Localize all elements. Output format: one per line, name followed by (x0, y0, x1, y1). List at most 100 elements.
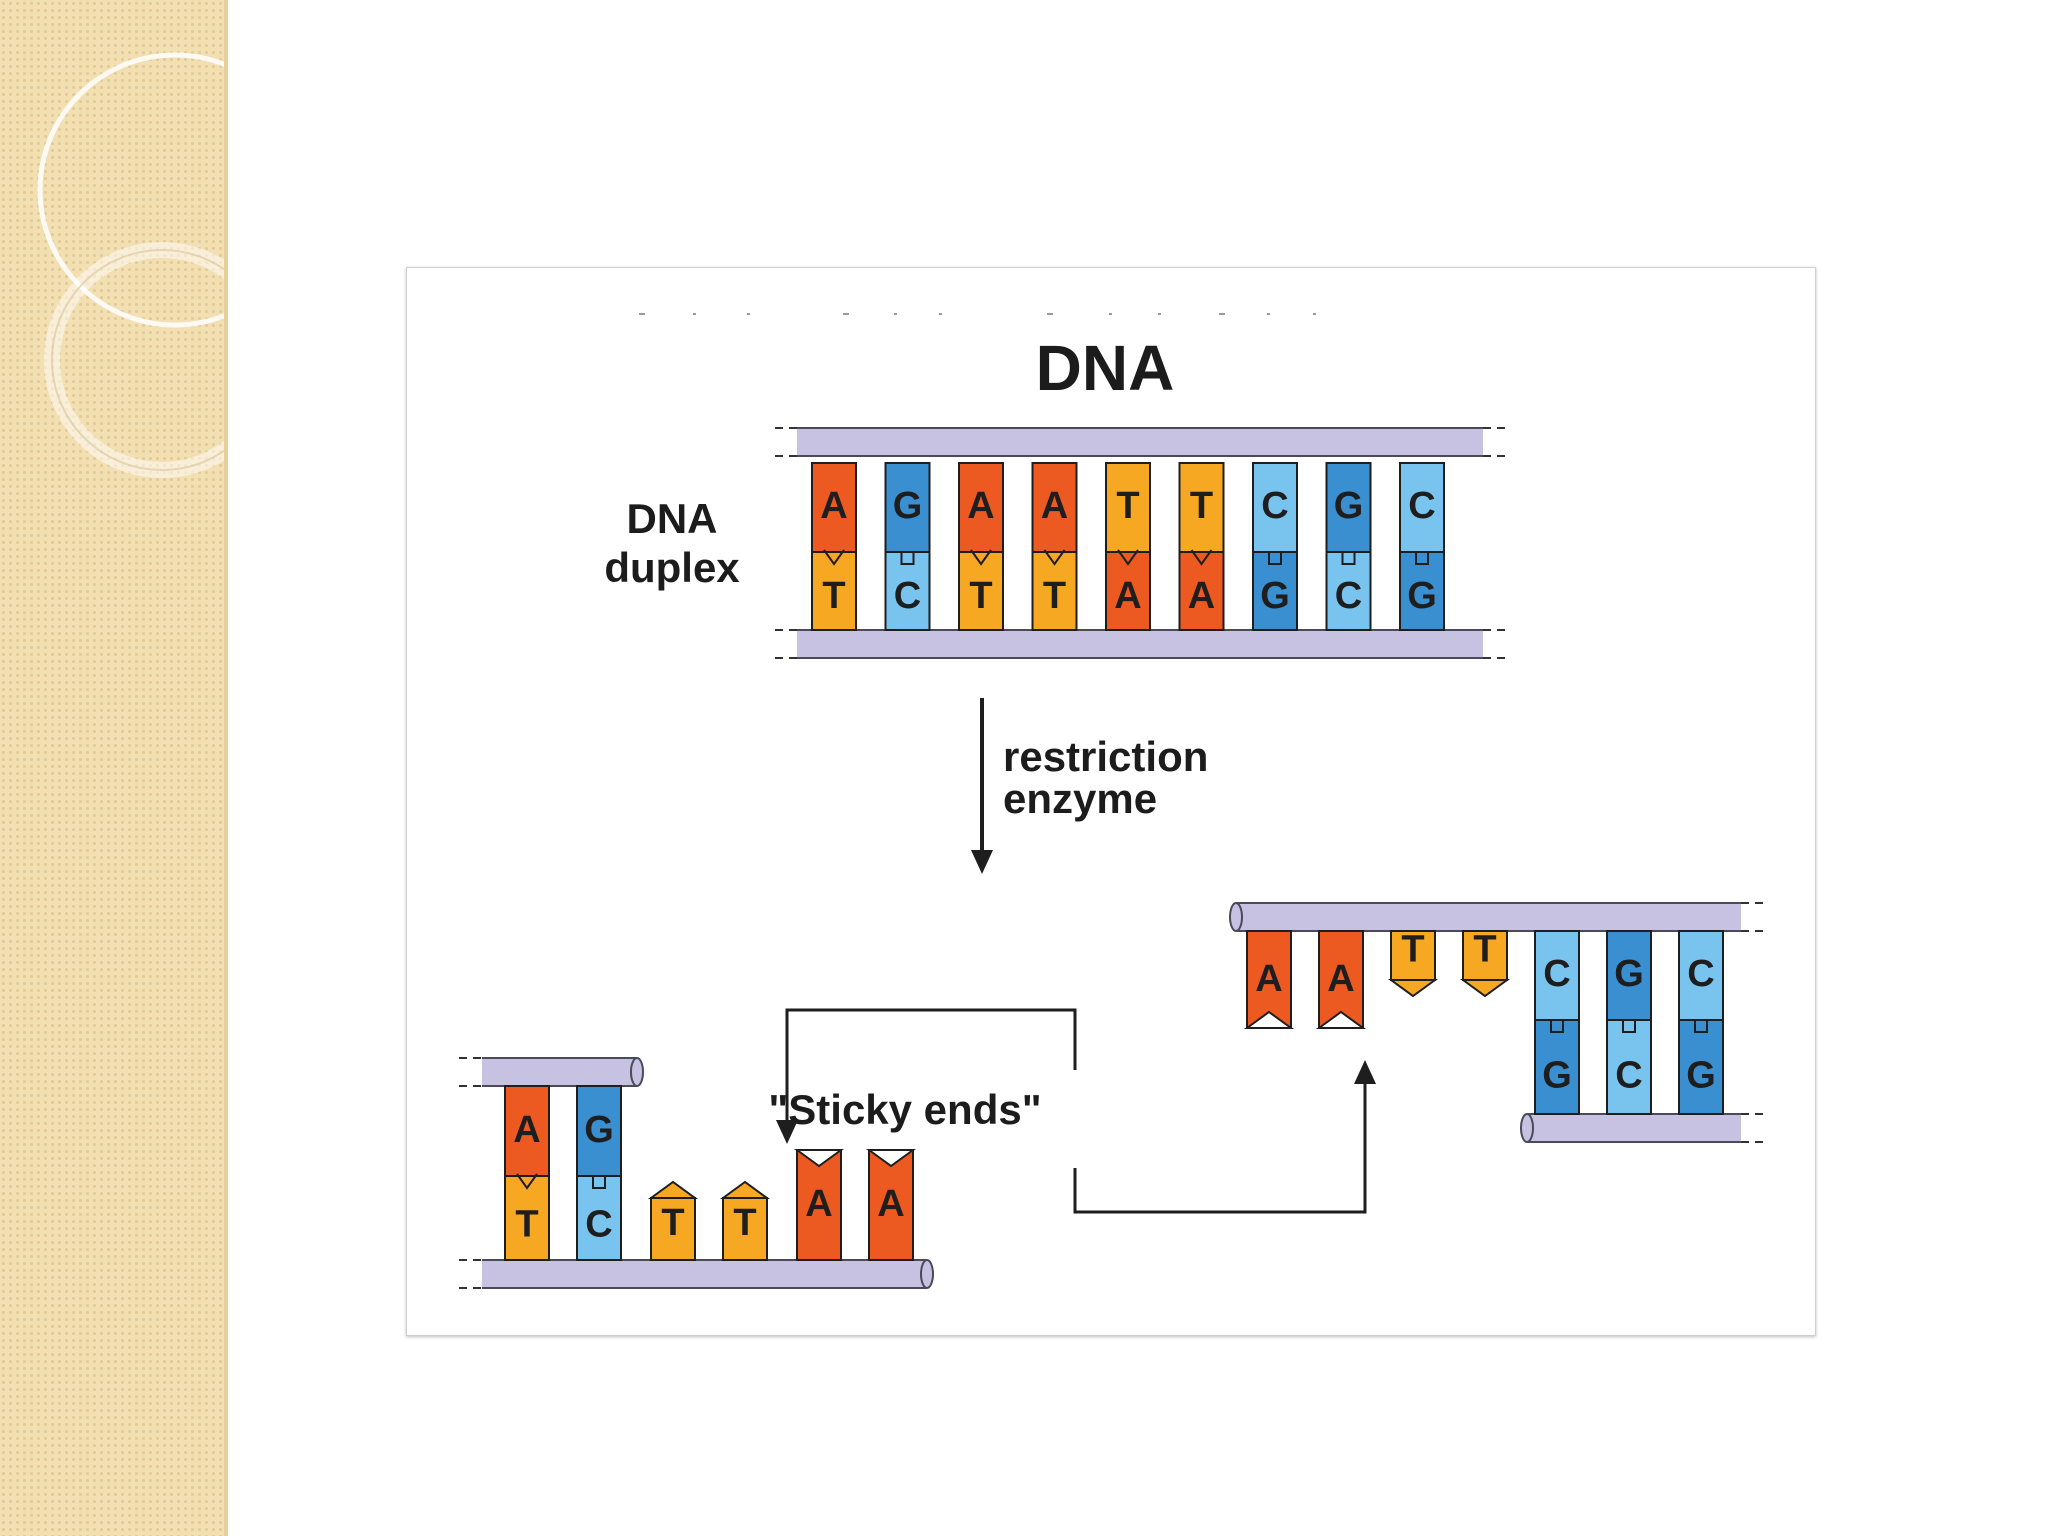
base-letter-top: A (1041, 485, 1068, 527)
sticky-arrow-left-head (776, 1120, 798, 1144)
sidebar-decoration (0, 0, 228, 1536)
sidebar-edge (224, 0, 228, 1536)
base-letter-top: G (1614, 953, 1644, 995)
base-pair-join (1411, 551, 1433, 565)
sticky-base-block (1462, 930, 1508, 981)
sticky-base-letter: A (1255, 958, 1282, 1000)
base-letter-top: A (820, 485, 847, 527)
sticky-base-letter: T (1473, 928, 1496, 970)
base-letter-top: G (584, 1109, 614, 1151)
sticky-base-block (868, 1149, 914, 1261)
sticky-base-letter: A (877, 1183, 904, 1225)
sticky-tip (719, 1180, 771, 1199)
base-letter-bottom: C (1615, 1055, 1642, 1097)
base-block-bottom (1534, 1019, 1580, 1115)
base-letter-top: G (1334, 485, 1364, 527)
base-letter-top: A (967, 485, 994, 527)
sticky-notch (865, 1149, 917, 1168)
base-pair-join (1264, 551, 1286, 565)
base-block-bottom (1606, 1019, 1652, 1115)
base-letter-top: C (1687, 953, 1714, 995)
base-block-bottom (1678, 1019, 1724, 1115)
dna-duplex: A T G C A T A T T A T A C G G C C G (775, 427, 1507, 659)
base-pair-join (1546, 1019, 1568, 1033)
base-letter-top: T (1116, 485, 1139, 527)
sticky-base-letter: A (1327, 958, 1354, 1000)
base-letter-top: A (513, 1109, 540, 1151)
sticky-base-block (796, 1149, 842, 1261)
sticky-notch (1243, 1010, 1295, 1029)
dna-diagram-figure: DNA DNA duplex restriction enzyme "Stick… (406, 267, 1816, 1336)
base-letter-bottom: C (585, 1203, 612, 1245)
sticky-base-letter: T (1401, 928, 1424, 970)
base-letter-bottom: C (1335, 575, 1362, 617)
sticky-ends-arrows (776, 1008, 1376, 1214)
sticky-notch (1315, 1010, 1367, 1029)
base-letter-bottom: A (1188, 575, 1215, 617)
base-block-top (1252, 462, 1298, 553)
sticky-base-letter: T (733, 1202, 756, 1244)
left-fragment: A T G C T T A A (459, 1057, 934, 1289)
base-pair-join (970, 549, 992, 566)
base-pair-join (823, 549, 845, 566)
sticky-base-letter: T (661, 1202, 684, 1244)
duplex-label-line1: DNA (627, 495, 718, 542)
base-letter-top: C (1408, 485, 1435, 527)
left-bottom-backbone (482, 1260, 927, 1288)
sticky-tip (1459, 979, 1511, 998)
base-pair-join (1043, 549, 1066, 566)
base-letter-bottom: T (1043, 575, 1066, 617)
sticky-notch (793, 1149, 845, 1168)
base-letter-bottom: A (1114, 575, 1141, 617)
sticky-ends-label: "Sticky ends" (768, 1086, 1041, 1133)
top-backbone (797, 428, 1483, 456)
base-pair-join (1190, 549, 1213, 566)
enzyme-label-line1: restriction (1003, 733, 1208, 780)
sticky-tip (1387, 979, 1439, 998)
left-top-backbone-cap (630, 1057, 644, 1087)
right-bottom-backbone-cap (1520, 1113, 1534, 1143)
base-letter-bottom: C (894, 575, 921, 617)
sticky-arrow-left (785, 1008, 1077, 1126)
base-pair-join (1618, 1019, 1640, 1033)
base-block-bottom (504, 1175, 550, 1261)
base-letter-bottom: T (515, 1203, 538, 1245)
dna-pieces: A T G C A T A T T A T A C G G C C G A T G C T T A A A A T T C G G C C G (459, 313, 1765, 1289)
decorative-rings (37, 52, 228, 478)
base-letter-bottom: G (1407, 575, 1437, 617)
dna-diagram: DNA DNA duplex restriction enzyme "Stick… (459, 313, 1765, 1289)
base-letter-bottom: T (822, 575, 845, 617)
duplex-label-line2: duplex (604, 544, 740, 591)
base-letter-top: G (893, 485, 923, 527)
base-pair-join (896, 551, 919, 565)
base-block-top (811, 462, 857, 553)
base-letter-bottom: G (1542, 1055, 1572, 1097)
base-pair-join (1337, 551, 1360, 565)
diagram-title: DNA (1036, 332, 1175, 404)
enzyme-arrow-head (971, 850, 993, 874)
sticky-arrow-right-head (1354, 1060, 1376, 1084)
base-letter-bottom: G (1686, 1055, 1716, 1097)
sticky-arrow-right (1073, 1078, 1367, 1214)
base-pair-join (588, 1175, 610, 1189)
right-top-backbone-cap (1229, 902, 1243, 932)
enzyme-arrow (971, 698, 993, 874)
base-block-top (1678, 930, 1724, 1021)
base-letter-top: T (1190, 485, 1213, 527)
base-letter-top: C (1543, 953, 1570, 995)
bottom-backbone (797, 630, 1483, 658)
enzyme-label-line2: enzyme (1003, 775, 1157, 822)
right-fragment: A A T T C G G C C G (1229, 902, 1765, 1143)
base-letter-bottom: T (969, 575, 992, 617)
base-letter-bottom: G (1260, 575, 1290, 617)
left-top-backbone (482, 1058, 637, 1086)
left-bottom-backbone-cap (920, 1259, 934, 1289)
base-block-bottom (576, 1175, 622, 1261)
base-pair-join (1690, 1019, 1712, 1033)
base-letter-top: C (1261, 485, 1288, 527)
base-pair-join (1117, 549, 1139, 566)
base-pair-join (516, 1173, 538, 1190)
base-block-top (1534, 930, 1580, 1021)
sticky-base-letter: A (805, 1183, 832, 1225)
right-top-backbone (1236, 903, 1741, 931)
